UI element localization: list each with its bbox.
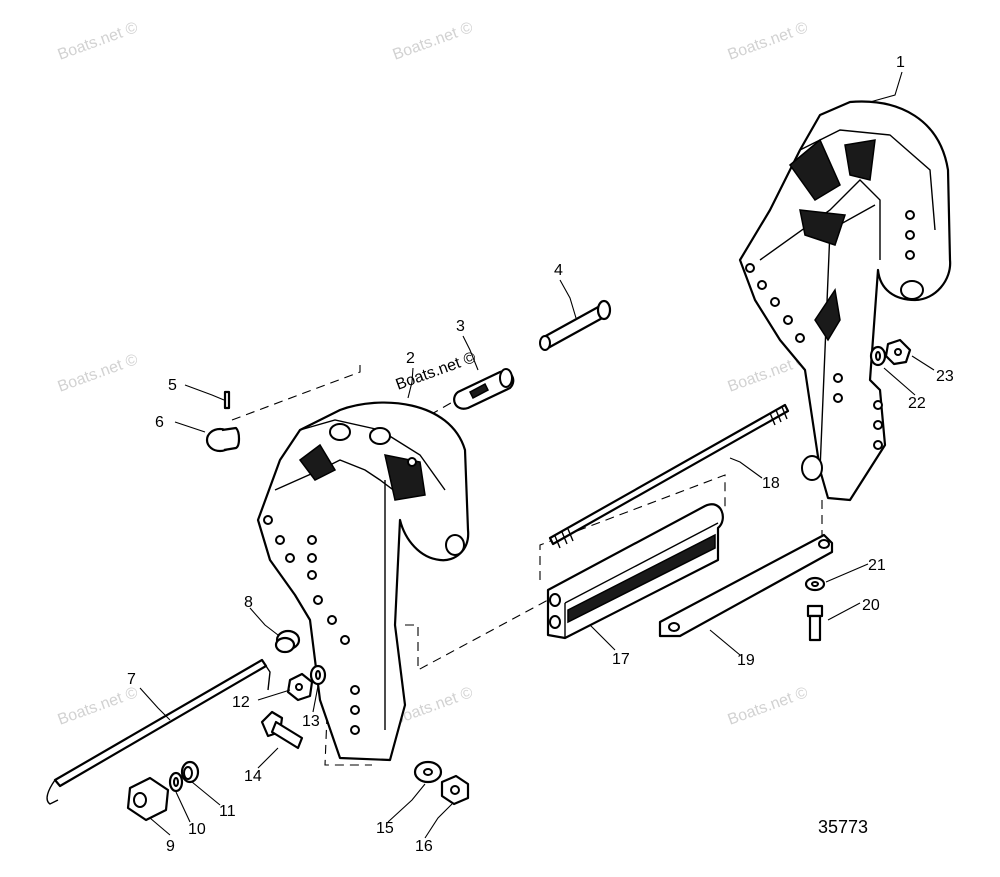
callout-15: 15 bbox=[376, 820, 394, 837]
callout-19: 19 bbox=[737, 652, 755, 669]
watermark-text: Boats.net © bbox=[726, 19, 811, 64]
callout-11: 11 bbox=[219, 803, 236, 820]
part-11-spacer bbox=[180, 760, 200, 784]
watermark-text: Boats.net © bbox=[391, 19, 476, 64]
part-13-washer bbox=[309, 664, 327, 686]
callout-16: 16 bbox=[415, 838, 433, 855]
callout-7: 7 bbox=[127, 671, 136, 688]
callout-22: 22 bbox=[908, 395, 926, 412]
diagram-reference-number: 35773 bbox=[818, 817, 868, 837]
callout-labels: 1 2 3 4 5 6 7 8 9 10 11 12 13 14 15 16 1… bbox=[127, 54, 954, 855]
part-23-nut bbox=[884, 338, 912, 366]
part-4-pin bbox=[539, 299, 612, 351]
callout-18: 18 bbox=[762, 475, 780, 492]
watermark-text: Boats.net © bbox=[56, 19, 141, 64]
part-16-nut bbox=[440, 774, 470, 806]
part-8-grommet bbox=[274, 629, 301, 654]
callout-1: 1 bbox=[896, 54, 905, 71]
callout-4: 4 bbox=[554, 262, 563, 279]
callout-12: 12 bbox=[232, 694, 250, 711]
part-17-tube-block bbox=[546, 503, 724, 640]
part-12-nut bbox=[286, 672, 314, 702]
callout-21: 21 bbox=[868, 557, 886, 574]
part-9-nut bbox=[126, 776, 170, 822]
part-19-tie-bar bbox=[658, 533, 834, 638]
part-21-washer bbox=[804, 576, 826, 592]
callout-9: 9 bbox=[166, 838, 175, 855]
callout-10: 10 bbox=[188, 821, 206, 838]
callout-23: 23 bbox=[936, 368, 954, 385]
part-7-tilt-rod bbox=[46, 658, 271, 805]
callout-14: 14 bbox=[244, 768, 262, 785]
part-22-washer bbox=[869, 345, 887, 367]
callout-20: 20 bbox=[862, 597, 880, 614]
callout-2: 2 bbox=[406, 350, 415, 367]
part-3-bushing bbox=[453, 368, 515, 410]
part-15-washer bbox=[413, 760, 443, 784]
callout-17: 17 bbox=[612, 651, 630, 668]
part-5-cotter-pin bbox=[223, 390, 231, 410]
callout-5: 5 bbox=[168, 377, 177, 394]
watermark-text: Boats.net © bbox=[726, 684, 811, 729]
part-2-clamp-bracket-left bbox=[256, 401, 470, 762]
part-18-threaded-rod bbox=[548, 403, 790, 549]
part-20-bolt bbox=[806, 604, 824, 642]
callout-6: 6 bbox=[155, 414, 164, 431]
callout-leader-lines bbox=[139, 71, 935, 839]
part-14-bolt bbox=[260, 710, 304, 750]
part-1-clamp-bracket-right bbox=[738, 100, 952, 502]
callout-3: 3 bbox=[456, 318, 465, 335]
callout-8: 8 bbox=[244, 594, 253, 611]
watermark-text: Boats.net © bbox=[56, 684, 141, 729]
part-6-plug-cap bbox=[205, 426, 241, 453]
callout-13: 13 bbox=[302, 713, 320, 730]
part-10-washer bbox=[168, 771, 184, 793]
watermark-text: Boats.net © bbox=[56, 351, 141, 396]
